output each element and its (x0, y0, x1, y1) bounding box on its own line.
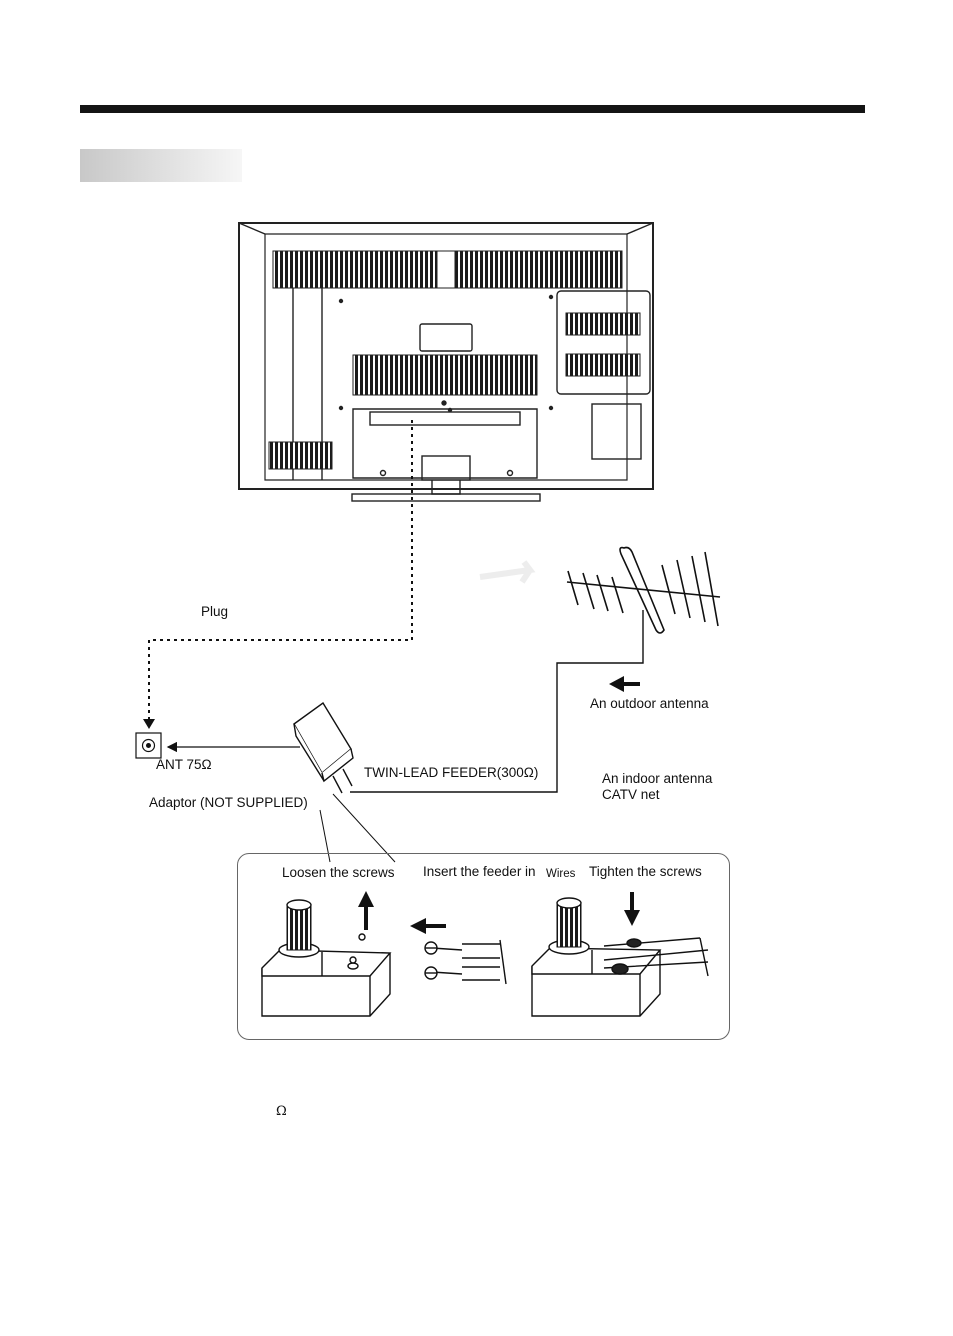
ant-75-label: ANT 75Ω (156, 757, 212, 772)
twin-lead-feeder (350, 610, 644, 793)
section-heading-tab (80, 149, 242, 182)
plug-cable-dotted (148, 420, 413, 725)
plug-label: Plug (201, 604, 229, 619)
loosen-arrow-icon (358, 891, 374, 930)
tighten-screws-label: Tighten the screws (589, 864, 702, 879)
outdoor-antenna-label: An outdoor antenna (590, 696, 709, 711)
tv-back-panel (238, 222, 654, 502)
wires-label: Wires (546, 868, 576, 880)
outdoor-antenna-icon (566, 546, 721, 634)
adaptor (293, 701, 354, 794)
indoor-antenna-label: An indoor antenna (602, 771, 713, 786)
feeder-wire-ends (424, 939, 507, 985)
adaptor-label: Adaptor (NOT SUPPLIED) (149, 795, 308, 810)
outdoor-arrow-icon (609, 676, 640, 692)
loosen-screws-label: Loosen the screws (282, 865, 395, 880)
catv-net-label: CATV net (602, 787, 660, 802)
twin-lead-feeder-label: TWIN-LEAD FEEDER(300Ω) (364, 765, 539, 780)
adaptor-detail-panel (237, 853, 730, 1040)
insert-feeder-label: Insert the feeder in (423, 864, 536, 879)
omega-symbol: Ω (276, 1104, 287, 1119)
header-rule (80, 105, 865, 113)
ant-jack (135, 732, 162, 759)
left-terminal-loosened (261, 899, 392, 1017)
right-terminal-tightened (531, 897, 709, 1017)
tighten-arrow-icon (624, 892, 640, 926)
insert-arrow-icon (410, 918, 446, 934)
